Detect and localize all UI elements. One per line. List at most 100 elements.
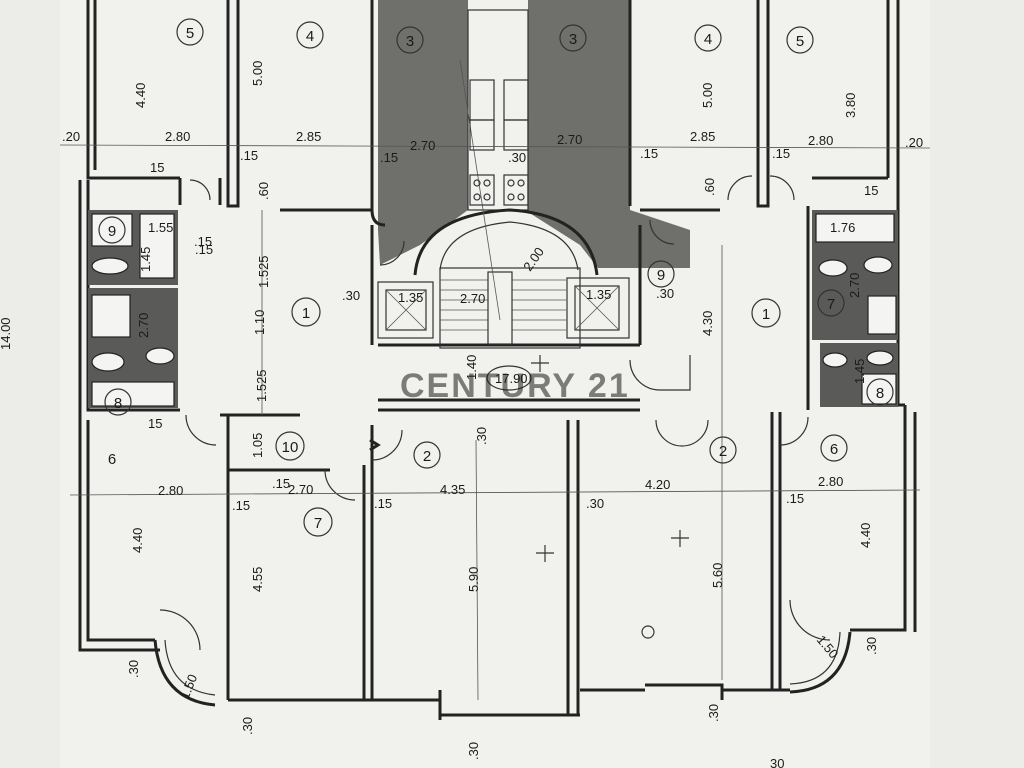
room-number-4: 4 — [306, 28, 314, 45]
dim-label: 5.00 — [250, 61, 265, 86]
dim-label: .30 — [864, 637, 879, 655]
dim-label: .15 — [640, 146, 658, 161]
dim-label: 2.85 — [296, 129, 321, 144]
dim-label: .15 — [786, 491, 804, 506]
room-number-6: 6 — [830, 441, 838, 458]
bay-windows — [153, 438, 852, 707]
dim-label: .30 — [466, 742, 481, 760]
dim-label: 1.45 — [138, 247, 153, 272]
bathroom-left-lower — [88, 288, 178, 408]
dim-label: .20 — [905, 135, 923, 150]
dim-label: 1.35 — [398, 290, 423, 305]
elevator-right — [566, 277, 630, 339]
dim-label: 2.70 — [288, 482, 313, 497]
dim-label: .15 — [272, 476, 290, 491]
dim-label: 2.70 — [410, 138, 435, 153]
shaded-core-left — [378, 0, 468, 265]
dim-label: .60 — [702, 178, 717, 196]
room-number-2: 2 — [719, 443, 727, 460]
room-number-10: 10 — [282, 439, 299, 456]
dim-label: .30 — [342, 288, 360, 303]
room-number-1: 1 — [762, 306, 770, 323]
room-number-4: 4 — [704, 31, 712, 48]
dim-label: 30 — [770, 756, 784, 768]
dim-label: 2.85 — [690, 129, 715, 144]
dim-label: 2.80 — [808, 133, 833, 148]
room-number-5: 5 — [186, 25, 194, 42]
dim-label: 1.55 — [148, 220, 173, 235]
walls — [78, 0, 917, 720]
kitchen-fixtures — [469, 79, 529, 206]
dim-label: 1.40 — [464, 355, 479, 380]
dim-label: 5.60 — [710, 563, 725, 588]
dim-label: 2.80 — [818, 474, 843, 489]
dim-label: 2.70 — [460, 291, 485, 306]
dim-label: 1.525 — [254, 369, 269, 402]
dim-label: 4.40 — [133, 83, 148, 108]
dim-label: .15 — [374, 496, 392, 511]
dim-label: 4.40 — [858, 523, 873, 548]
dim-label: 2.70 — [557, 132, 582, 147]
dim-label: 15 — [150, 160, 164, 175]
dim-label: 1.10 — [252, 310, 267, 335]
room-number-9: 9 — [108, 223, 116, 240]
dim-label: .15 — [195, 242, 213, 257]
dim-label: 1.45 — [852, 359, 867, 384]
misc-marks — [531, 355, 689, 639]
room-number-9: 9 — [657, 267, 665, 284]
dim-label: 1.525 — [256, 255, 271, 288]
dim-label: 4.35 — [440, 482, 465, 497]
dim-label: .60 — [256, 182, 271, 200]
room-number-1: 1 — [302, 305, 310, 322]
dim-label: .15 — [380, 150, 398, 165]
dim-label: 5.00 — [700, 83, 715, 108]
dim-label: 4.20 — [645, 477, 670, 492]
dim-label: 15 — [864, 183, 878, 198]
dim-label: 3.80 — [843, 93, 858, 118]
dim-label: 4.55 — [250, 567, 265, 592]
room-number-6: 6 — [108, 451, 116, 468]
dim-label: .15 — [772, 146, 790, 161]
dim-label: .30 — [706, 704, 721, 722]
room-number-markers — [98, 18, 894, 537]
room-number-5: 5 — [796, 33, 804, 50]
dim-label: 1.35 — [586, 287, 611, 302]
dim-label: 2.70 — [136, 313, 151, 338]
dim-label: 2.80 — [158, 483, 183, 498]
room-number-2: 2 — [423, 448, 431, 465]
room-labels: 5 4 3 3 4 5 9 8 1 10 6 7 2 9 7 8 1 2 6 — [108, 25, 884, 532]
doors — [159, 175, 831, 651]
dim-label: .30 — [240, 717, 255, 735]
dim-label: .15 — [232, 498, 250, 513]
dim-label: 1.76 — [830, 220, 855, 235]
dim-label: 5.90 — [466, 567, 481, 592]
dim-label: 2.80 — [165, 129, 190, 144]
dim-label: .20 — [62, 129, 80, 144]
dim-label: .15 — [240, 148, 258, 163]
room-number-7: 7 — [827, 296, 835, 313]
room-number-3: 3 — [406, 33, 414, 50]
dim-label: .30 — [508, 150, 526, 165]
dim-label: .15 — [194, 234, 212, 249]
dim-label: 2.70 — [847, 273, 862, 298]
dim-label: 1.05 — [250, 433, 265, 458]
dim-label: 15 — [148, 416, 162, 431]
area-label: 17.90 — [495, 371, 528, 386]
watermark-logo: CENTURY 21 — [400, 367, 630, 405]
room-number-7: 7 — [314, 515, 322, 532]
shaded-core-right — [528, 0, 690, 268]
staircase — [413, 59, 599, 349]
dim-label: 4.40 — [130, 528, 145, 553]
room-number-8: 8 — [114, 395, 122, 412]
elevator-left — [377, 281, 434, 339]
dim-label: 14.00 — [0, 317, 13, 350]
dim-label: .30 — [474, 427, 489, 445]
sheet — [60, 0, 930, 768]
dim-label: .30 — [656, 286, 674, 301]
dim-label: 4.30 — [700, 311, 715, 336]
vertical-dimension-labels: 4.40 5.00 5.00 3.80 1.525 1.10 1.525 1.4… — [0, 61, 879, 768]
room-number-8: 8 — [876, 385, 884, 402]
dim-label: .30 — [586, 496, 604, 511]
room-number-3: 3 — [569, 31, 577, 48]
